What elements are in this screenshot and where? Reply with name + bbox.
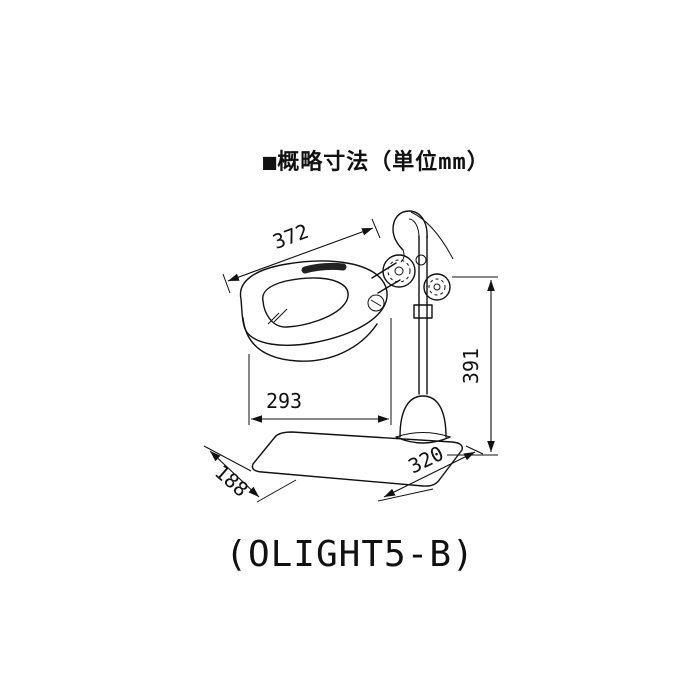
dim-label-320: 320	[404, 441, 447, 478]
magnifier-head	[239, 260, 388, 362]
support-pole	[392, 210, 454, 395]
dim-label-372: 372	[269, 219, 311, 254]
hinge-stub	[415, 254, 427, 266]
pole-foot	[395, 395, 451, 444]
flex-wire	[410, 211, 454, 260]
lens-reflection-line	[267, 312, 280, 325]
handle-slot	[301, 262, 347, 274]
adjust-knob-large	[382, 254, 416, 288]
lens	[262, 277, 349, 328]
dim-label-293: 293	[266, 389, 302, 413]
dimension-base-length: 320	[377, 441, 484, 502]
model-caption: (OLIGHT5-B)	[225, 534, 475, 575]
pole-collar	[413, 304, 433, 319]
dimension-overall-height: 391	[447, 276, 498, 456]
side-knob	[367, 294, 385, 312]
dim-label-391: 391	[459, 348, 483, 384]
pole-hook	[392, 210, 428, 251]
dimension-head-width: 372	[222, 218, 381, 294]
dim-label-188: 188	[210, 460, 253, 502]
drawing-title: ■概略寸法（単位mm）	[263, 150, 490, 175]
adjust-knob-small	[423, 273, 451, 301]
dimension-lens-span: 293	[248, 318, 392, 425]
hinge-knobs	[371, 254, 451, 301]
lens-reflection-line	[273, 308, 288, 323]
